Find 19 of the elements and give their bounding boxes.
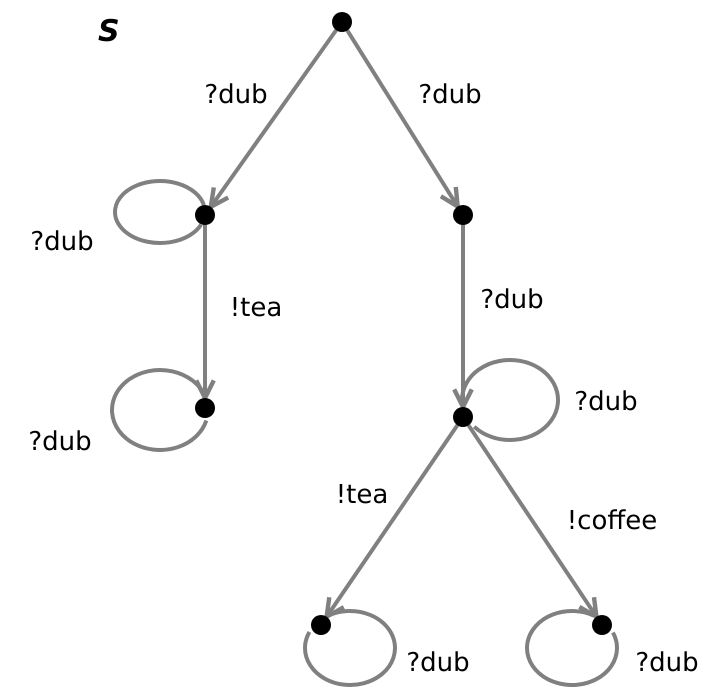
arrow [208,29,338,210]
self-loop [460,358,560,442]
state-dot [592,615,612,635]
self-loop [525,609,619,687]
arrow [324,424,460,619]
state-dot [332,12,352,32]
state-dot [195,205,215,225]
self-loop [110,368,208,452]
diagram-label: S [98,14,120,49]
state-dot [311,615,331,635]
arrow [346,29,460,209]
self-loop [303,609,397,687]
state-dot [453,407,473,427]
state-dot [195,398,215,418]
arrow [194,225,216,400]
self-loop [113,179,206,245]
arrow [452,225,474,410]
arrow [466,424,599,619]
state-dot [453,205,473,225]
